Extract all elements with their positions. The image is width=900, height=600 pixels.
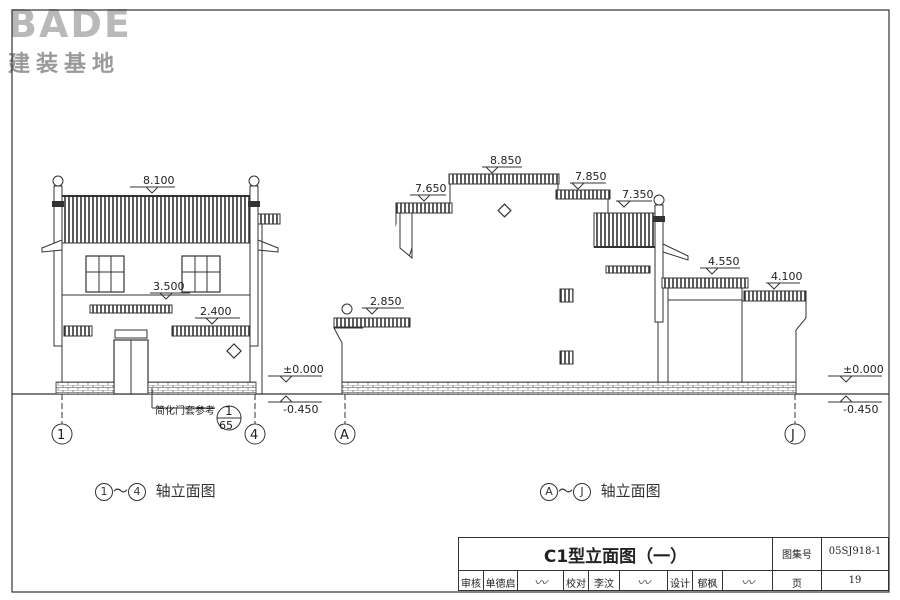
title-block: C1型立面图（一） 图集号 05SJ918-1 审核 单德启 〰 校对 李汶 〰…: [458, 537, 889, 591]
grid-axis-label: 1: [57, 428, 65, 443]
elevation-label: 3.500: [153, 280, 185, 293]
left-building: [41, 175, 281, 395]
logo-subtitle: 建装基地: [8, 52, 121, 77]
page-label: 页: [792, 579, 802, 590]
grid-axis-marker: [334, 423, 356, 445]
left-level-marks: [130, 186, 322, 403]
logo-wordmark: BADE: [8, 2, 132, 46]
grid-axis-label: J: [790, 428, 795, 443]
grid-axis-marker: [244, 423, 266, 445]
elevation-label: 7.350: [622, 188, 654, 201]
elevation-label: -0.450: [843, 403, 878, 416]
atlas-number: 05SJ918-1: [828, 546, 882, 557]
detail-ref-number: 1: [225, 404, 233, 418]
caption-text: 轴立面图: [155, 482, 216, 500]
grid-axis-label: A: [340, 428, 349, 443]
grid-axis-marker: [784, 423, 806, 445]
elevation-label: 4.550: [708, 255, 740, 268]
caption-text: 轴立面图: [600, 482, 661, 500]
checker-name: 李汶: [594, 579, 614, 590]
grid-axis-marker: [51, 423, 73, 445]
door-frame-note: 简化门套参考: [155, 404, 215, 417]
check-label: 校对: [566, 579, 586, 590]
designer-name: 郁枫: [697, 579, 718, 590]
elevation-label: ±0.000: [843, 363, 884, 376]
detail-ref-sheet: 65: [219, 419, 233, 432]
grid-axis-label: 4: [250, 428, 258, 443]
caption-separator: ～: [558, 482, 574, 500]
right-building: [333, 173, 807, 395]
right-elevation-caption: A～J 轴立面图: [540, 480, 661, 501]
elevation-label: 4.100: [771, 270, 803, 283]
page-number: 19: [848, 575, 862, 586]
checker-signature: 〰: [636, 576, 650, 591]
elevation-label: 8.850: [490, 154, 522, 167]
axis-end: J: [573, 482, 592, 501]
reviewer-signature: 〰: [533, 576, 547, 591]
elevation-label: 8.100: [143, 174, 175, 187]
frame-border: [11, 9, 890, 593]
left-elevation-caption: 1～4 轴立面图: [95, 480, 216, 501]
designer-signature: 〰: [740, 576, 754, 591]
window: [181, 255, 221, 293]
window: [85, 255, 125, 293]
elevation-label: 2.400: [200, 305, 232, 318]
axis-start: A: [540, 482, 558, 501]
elevation-label: -0.450: [283, 403, 318, 416]
right-level-marks: [362, 166, 882, 403]
elevation-label: 7.650: [415, 182, 447, 195]
caption-separator: ～: [113, 482, 129, 500]
drawing-title: C1型立面图（一）: [543, 547, 688, 567]
reviewer-name: 单德启: [485, 579, 516, 590]
review-label: 审核: [461, 579, 481, 590]
elevation-label: 2.850: [370, 295, 402, 308]
axis-start: 1: [95, 482, 113, 501]
axis-end: 4: [128, 482, 147, 501]
elevation-label: 7.850: [575, 170, 607, 183]
design-label: 设计: [670, 579, 690, 590]
atlas-label: 图集号: [782, 550, 812, 561]
elevation-label: ±0.000: [283, 363, 324, 376]
